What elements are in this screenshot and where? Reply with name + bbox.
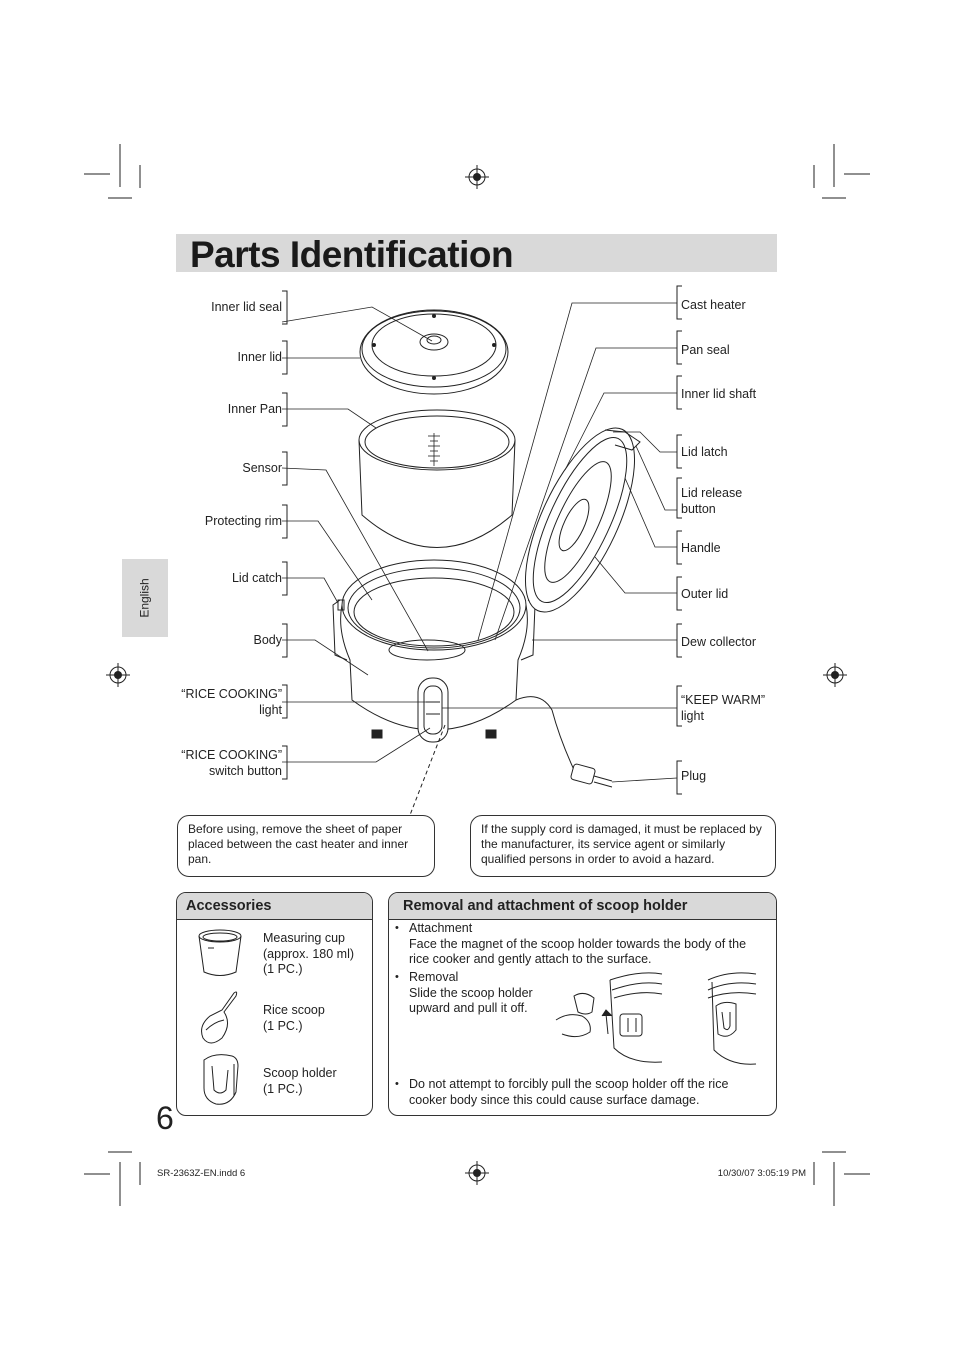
attachment-instructions: Attachment Face the magnet of the scoop … — [409, 921, 747, 966]
bullet: • — [395, 922, 399, 934]
registration-mark-top — [465, 165, 489, 189]
label-keep-warm-light: “KEEP WARM” light — [681, 693, 766, 723]
outer-lid-illustration — [524, 427, 636, 613]
label-lid-latch: Lid latch — [681, 445, 728, 459]
power-cord-illustration — [515, 696, 576, 773]
label-lid-release-button: Lid release button — [681, 486, 743, 516]
label-plug: Plug — [681, 769, 707, 783]
page-title: Parts Identification — [190, 234, 514, 275]
language-tab — [122, 559, 168, 637]
scoop-holder-heading: Removal and attachment of scoop holder — [389, 893, 776, 920]
footer-timestamp: 10/30/07 3:05:19 PM — [717, 1168, 806, 1179]
note-remove-paper: Before using, remove the sheet of paper … — [177, 815, 435, 877]
page-number: 6 — [156, 1100, 174, 1136]
registration-mark-left — [106, 663, 130, 687]
label-inner-lid-seal: Inner lid seal — [211, 300, 282, 314]
measuring-cup-icon — [198, 929, 242, 976]
title-bar — [176, 234, 777, 272]
removal-instructions: Removal Slide the scoop holder upward an… — [409, 970, 533, 1015]
accessory-rice-scoop: Rice scoop (1 PC.) — [263, 1003, 325, 1033]
label-protecting-rim: Protecting rim — [204, 514, 282, 528]
label-rice-cooking-switch: “RICE COOKING” switch button — [181, 748, 282, 778]
note-supply-cord: If the supply cord is damaged, it must b… — [470, 815, 776, 877]
registration-mark-bottom — [465, 1161, 489, 1185]
warning-text: Do not attempt to forcibly pull the scoo… — [409, 1077, 729, 1107]
scoop-holder-panel: Removal and attachment of scoop holder — [388, 892, 777, 1116]
label-inner-lid-shaft: Inner lid shaft — [681, 387, 757, 401]
label-cast-heater: Cast heater — [681, 298, 746, 312]
label-dew-collector: Dew collector — [681, 635, 757, 649]
label-outer-lid: Outer lid — [681, 587, 729, 601]
accessories-heading: Accessories — [177, 893, 372, 920]
label-inner-pan: Inner Pan — [227, 402, 282, 416]
control-panel-illustration — [417, 677, 449, 743]
bullet: • — [395, 971, 399, 983]
accessory-measuring-cup: Measuring cup (approx. 180 ml) (1 PC.) — [263, 931, 355, 976]
accessories-panel: Accessories — [176, 892, 373, 1116]
label-rice-cooking-light: “RICE COOKING” light — [181, 687, 282, 717]
footer-filename: SR-2363Z-EN.indd 6 — [157, 1168, 246, 1179]
label-inner-lid: Inner lid — [237, 350, 282, 364]
label-sensor: Sensor — [242, 461, 282, 475]
label-pan-seal: Pan seal — [681, 343, 730, 357]
bullet: • — [395, 1078, 399, 1090]
registration-mark-right — [823, 663, 847, 687]
rice-scoop-icon — [201, 991, 238, 1044]
accessory-scoop-holder: Scoop holder (1 PC.) — [263, 1066, 337, 1096]
label-lid-catch: Lid catch — [231, 571, 282, 585]
scoop-holder-icon — [203, 1054, 239, 1105]
inner-lid-illustration — [359, 309, 509, 395]
label-handle: Handle — [681, 541, 721, 555]
label-body: Body — [253, 633, 283, 647]
